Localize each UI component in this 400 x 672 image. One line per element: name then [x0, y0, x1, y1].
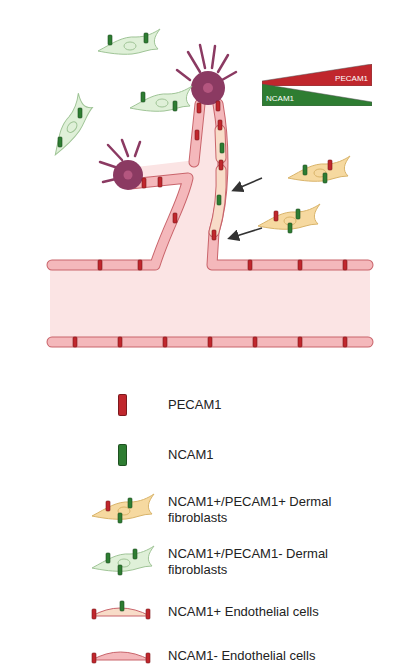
- legend-text: NCAM1- Endothelial cells: [168, 648, 358, 664]
- legend-text: PECAM1: [168, 397, 358, 413]
- gradient-label: PECAM1: [335, 75, 368, 83]
- gradient-wedge: NCAM1: [262, 84, 372, 106]
- legend-text: NCAM1+/PECAM1- Dermal fibroblasts: [168, 546, 358, 579]
- legend-text: NCAM1+/PECAM1+ Dermal fibroblasts: [168, 494, 358, 527]
- gradient-label: NCAM1: [266, 95, 294, 103]
- legend-text: NCAM1: [168, 447, 358, 463]
- gradient-wedge: PECAM1: [262, 64, 372, 86]
- legend-swatch: [118, 444, 127, 466]
- legend-text: NCAM1+ Endothelial cells: [168, 604, 358, 620]
- legend-swatch: [118, 394, 127, 416]
